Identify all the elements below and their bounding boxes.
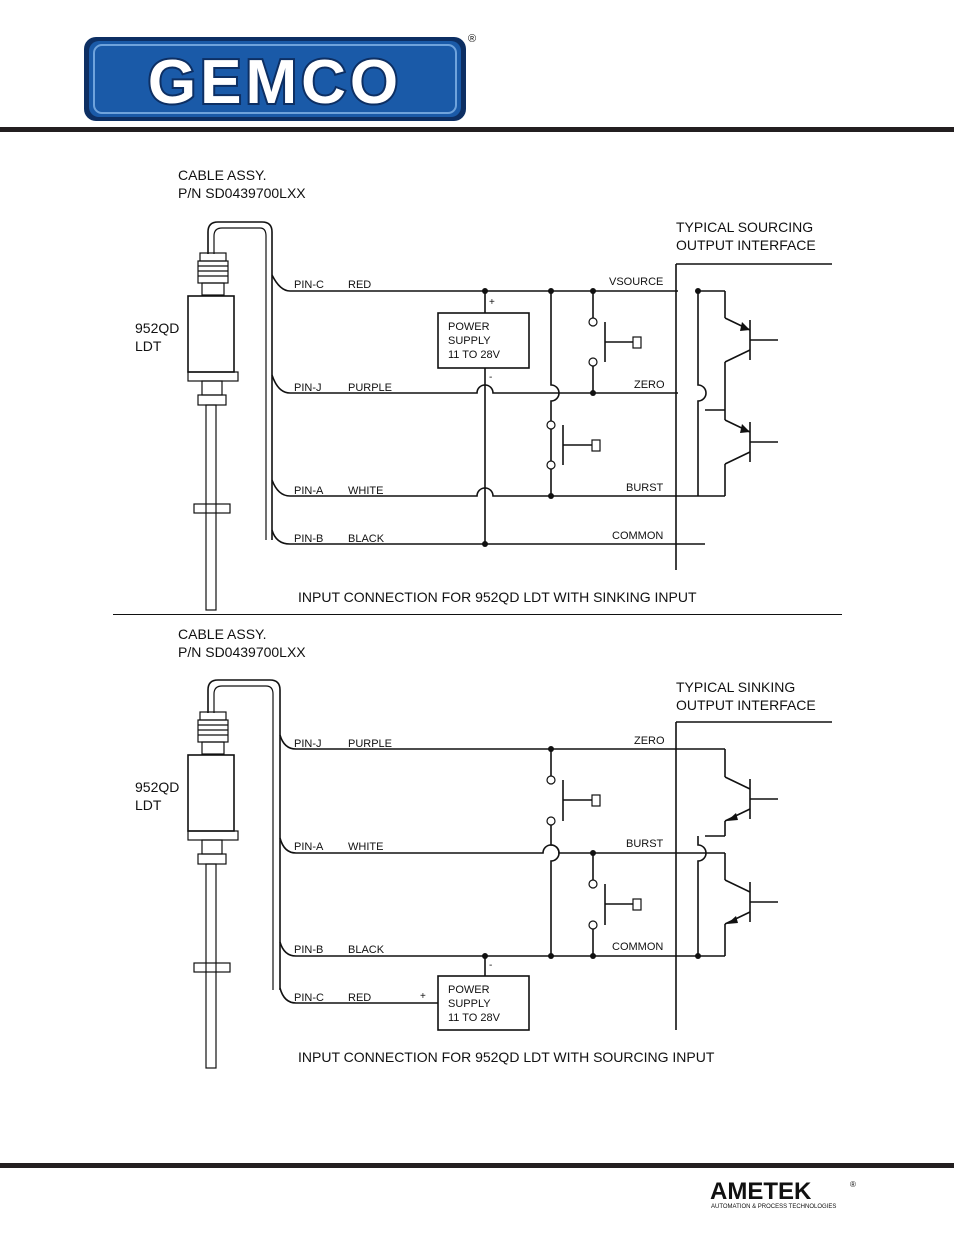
cable-label: CABLE ASSY. bbox=[178, 167, 266, 183]
pin-label: PIN-C bbox=[294, 992, 324, 1004]
power-supply-box bbox=[437, 312, 530, 369]
signal-label: ZERO bbox=[634, 379, 665, 391]
logo-text: GEMCO bbox=[148, 48, 402, 117]
interface-label-2: OUTPUT INTERFACE bbox=[676, 237, 816, 253]
switch-contact bbox=[546, 775, 601, 826]
registered-mark: ® bbox=[468, 33, 477, 45]
wire-color-label: BLACK bbox=[348, 533, 385, 545]
diagram-caption: INPUT CONNECTION FOR 952QD LDT WITH SOUR… bbox=[298, 1049, 715, 1065]
sourcing-input-diagram: CABLE ASSY. P/N SD0439700LXX 952QD LDT T… bbox=[135, 626, 832, 1069]
pin-label: PIN-B bbox=[294, 533, 323, 545]
wire-color-label: PURPLE bbox=[348, 738, 392, 750]
ametek-logo: AMETEK ® AUTOMATION & PROCESS TECHNOLOGI… bbox=[708, 1178, 868, 1214]
output-transistor bbox=[705, 393, 778, 496]
ldt-label: 952QD bbox=[135, 320, 179, 336]
wire-color-label: WHITE bbox=[348, 485, 383, 497]
cable-label: CABLE ASSY. bbox=[178, 626, 266, 642]
cable-part-number: P/N SD0439700LXX bbox=[178, 185, 306, 201]
wire-color-label: WHITE bbox=[348, 841, 383, 853]
signal-label: BURST bbox=[626, 482, 664, 494]
output-transistor bbox=[698, 290, 778, 393]
wire-color-label: RED bbox=[348, 279, 371, 291]
signal-label: COMMON bbox=[612, 530, 663, 542]
power-supply-label: POWER bbox=[448, 321, 490, 333]
ametek-tagline: AUTOMATION & PROCESS TECHNOLOGIES bbox=[711, 1204, 837, 1210]
switch-contact bbox=[546, 420, 601, 470]
ametek-brand: AMETEK bbox=[710, 1178, 812, 1205]
ldt-label-2: LDT bbox=[135, 338, 162, 354]
power-supply-voltage: 11 TO 28V bbox=[448, 1012, 501, 1024]
power-supply-voltage: 11 TO 28V bbox=[448, 349, 501, 361]
signal-label: ZERO bbox=[634, 735, 665, 747]
power-supply-box bbox=[437, 975, 530, 1031]
pin-label: PIN-J bbox=[294, 382, 322, 394]
power-supply-label: SUPPLY bbox=[448, 998, 491, 1010]
pin-label: PIN-A bbox=[294, 841, 324, 853]
pin-label: PIN-J bbox=[294, 738, 322, 750]
gemco-logo: GEMCO bbox=[82, 35, 468, 123]
minus-terminal: - bbox=[489, 960, 492, 971]
signal-label: VSOURCE bbox=[609, 276, 663, 288]
plus-terminal: + bbox=[489, 297, 495, 308]
pin-label: PIN-B bbox=[294, 944, 323, 956]
sinking-input-diagram: CABLE ASSY. P/N SD0439700LXX 952QD LDT T… bbox=[135, 167, 832, 611]
diagram-divider bbox=[113, 614, 842, 615]
pin-label: PIN-A bbox=[294, 485, 324, 497]
wire-color-label: BLACK bbox=[348, 944, 385, 956]
wire-color-label: PURPLE bbox=[348, 382, 392, 394]
output-transistor bbox=[678, 748, 778, 837]
cable-part-number: P/N SD0439700LXX bbox=[178, 644, 306, 660]
ldt-sensor bbox=[187, 221, 273, 611]
power-supply-label: POWER bbox=[448, 984, 490, 996]
diagram-caption: INPUT CONNECTION FOR 952QD LDT WITH SINK… bbox=[298, 589, 697, 605]
power-supply-label: SUPPLY bbox=[448, 335, 491, 347]
minus-terminal: - bbox=[489, 372, 492, 383]
switch-contact bbox=[588, 853, 642, 956]
ldt-sensor bbox=[187, 679, 281, 1069]
ldt-label: 952QD bbox=[135, 779, 179, 795]
interface-label: TYPICAL SOURCING bbox=[676, 219, 813, 235]
ldt-label-2: LDT bbox=[135, 797, 162, 813]
interface-label: TYPICAL SINKING bbox=[676, 679, 795, 695]
footer-rule bbox=[0, 1163, 954, 1168]
header-rule bbox=[0, 127, 954, 132]
signal-label: COMMON bbox=[612, 941, 663, 953]
interface-label-2: OUTPUT INTERFACE bbox=[676, 697, 816, 713]
plus-terminal: + bbox=[420, 991, 426, 1002]
wire-color-label: RED bbox=[348, 992, 371, 1004]
output-transistor bbox=[678, 852, 778, 956]
switch-contact bbox=[588, 291, 642, 393]
ametek-registered-mark: ® bbox=[850, 1180, 856, 1189]
pin-label: PIN-C bbox=[294, 279, 324, 291]
signal-label: BURST bbox=[626, 838, 664, 850]
